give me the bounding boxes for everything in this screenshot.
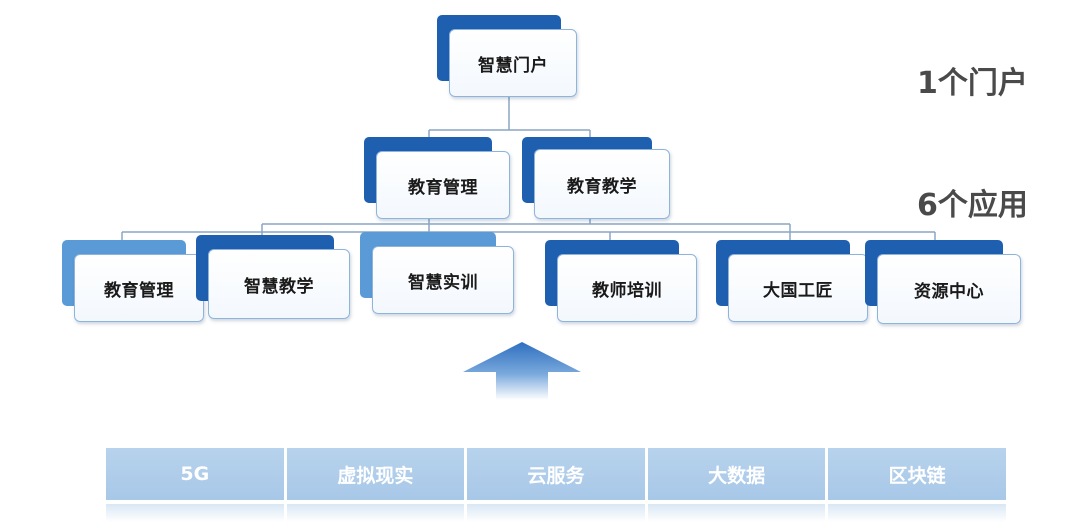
portal-label: 智慧门户 (478, 55, 548, 76)
app-node-level3: 大国工匠 (716, 240, 868, 322)
technology-bar: 5G 虚拟现实 云服务 大数据 区块链 (106, 448, 1006, 500)
app-label: 教育教学 (567, 176, 637, 197)
app-node-level3: 教师培训 (545, 240, 697, 322)
app-label: 教师培训 (592, 280, 662, 301)
tech-cell-vr: 虚拟现实 (286, 448, 468, 500)
app-label: 智慧实训 (408, 272, 478, 293)
app-node-level3: 智慧教学 (196, 235, 352, 319)
app-label: 大国工匠 (763, 280, 833, 301)
app-node-level3: 资源中心 (865, 240, 1021, 324)
tech-cell-cloud: 云服务 (467, 448, 648, 500)
technology-bar-reflection (106, 504, 1006, 522)
app-label: 教育管理 (104, 280, 174, 301)
tech-cell-5g: 5G (106, 448, 287, 500)
app-label: 资源中心 (914, 281, 984, 302)
portal-count-label: 1个门户 (917, 66, 1028, 101)
app-label: 智慧教学 (244, 276, 314, 297)
app-node-level2: 教育教学 (522, 137, 670, 219)
app-label: 教育管理 (408, 177, 478, 198)
up-arrow-icon (463, 342, 581, 400)
app-node-level3: 智慧实训 (360, 232, 514, 314)
app-count-label: 6个应用 (917, 188, 1028, 223)
app-node-level3: 教育管理 (62, 240, 204, 322)
tech-cell-blockchain: 区块链 (828, 448, 1006, 500)
portal-node: 智慧门户 (437, 15, 577, 97)
app-node-level2: 教育管理 (364, 137, 510, 219)
tech-cell-bigdata: 大数据 (647, 448, 829, 500)
